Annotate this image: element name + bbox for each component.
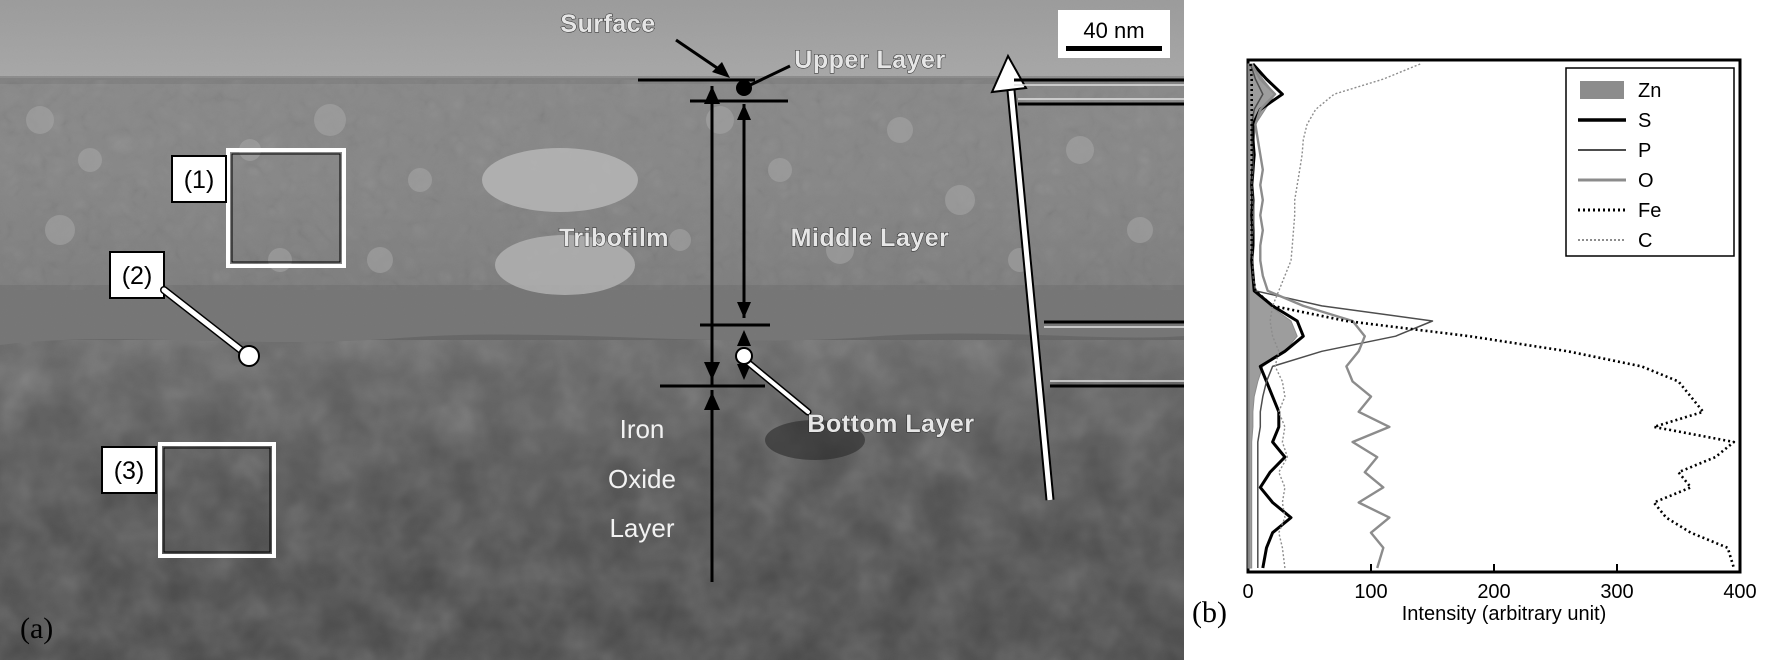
inclusion-upper <box>482 148 638 212</box>
x-tick-label-2: 200 <box>1477 581 1510 603</box>
label-middle-layer: Middle Layer <box>791 224 950 252</box>
label-upper-layer: Upper Layer <box>794 46 945 74</box>
region-label-2: (2) <box>122 262 153 290</box>
label-tribofilm: Tribofilm <box>559 224 669 252</box>
tem-micrograph: (1) (2) (3) 40 nm <box>0 0 1184 660</box>
series-s-line <box>1250 62 1305 569</box>
region-box-1 <box>226 148 346 268</box>
series-o-line <box>1250 63 1391 569</box>
panel-letter-b: (b) <box>1192 596 1227 629</box>
legend-label-p: P <box>1638 140 1651 162</box>
x-tick-label-0: 0 <box>1242 581 1253 603</box>
legend-label-o: O <box>1638 170 1654 192</box>
label-oxide: Oxide <box>608 464 676 494</box>
legend-swatch-zn <box>1580 81 1624 99</box>
x-tick-label-3: 300 <box>1600 581 1633 603</box>
legend-label-zn: Zn <box>1638 80 1661 102</box>
scale-bar-label: 40 nm <box>1083 18 1144 43</box>
panel-letter-a: (a) <box>20 612 53 645</box>
region-2-pointer <box>161 287 249 357</box>
label-surface: Surface <box>560 10 655 38</box>
legend-label-c: C <box>1638 230 1652 252</box>
region-label-3: (3) <box>114 457 145 485</box>
x-tick-label-1: 100 <box>1354 581 1387 603</box>
thickness-markers <box>638 78 788 582</box>
label-iron: Iron <box>620 414 665 444</box>
legend-label-fe: Fe <box>1638 200 1661 222</box>
connector-lines <box>1014 78 1184 388</box>
label-bottom-layer: Bottom Layer <box>807 410 974 438</box>
x-tick-label-4: 400 <box>1723 581 1756 603</box>
legend-label-s: S <box>1638 110 1651 132</box>
scan-direction-arrow <box>1007 79 1053 501</box>
region-box-3 <box>158 442 276 558</box>
series-p-line <box>1249 63 1434 568</box>
label-layer: Layer <box>609 513 674 543</box>
legend-box <box>1565 67 1735 257</box>
region-label-1: (1) <box>184 166 215 194</box>
x-axis-title: Intensity (arbitrary unit) <box>1402 603 1607 625</box>
inclusion-lower <box>495 235 635 295</box>
scale-bar <box>1066 46 1162 51</box>
